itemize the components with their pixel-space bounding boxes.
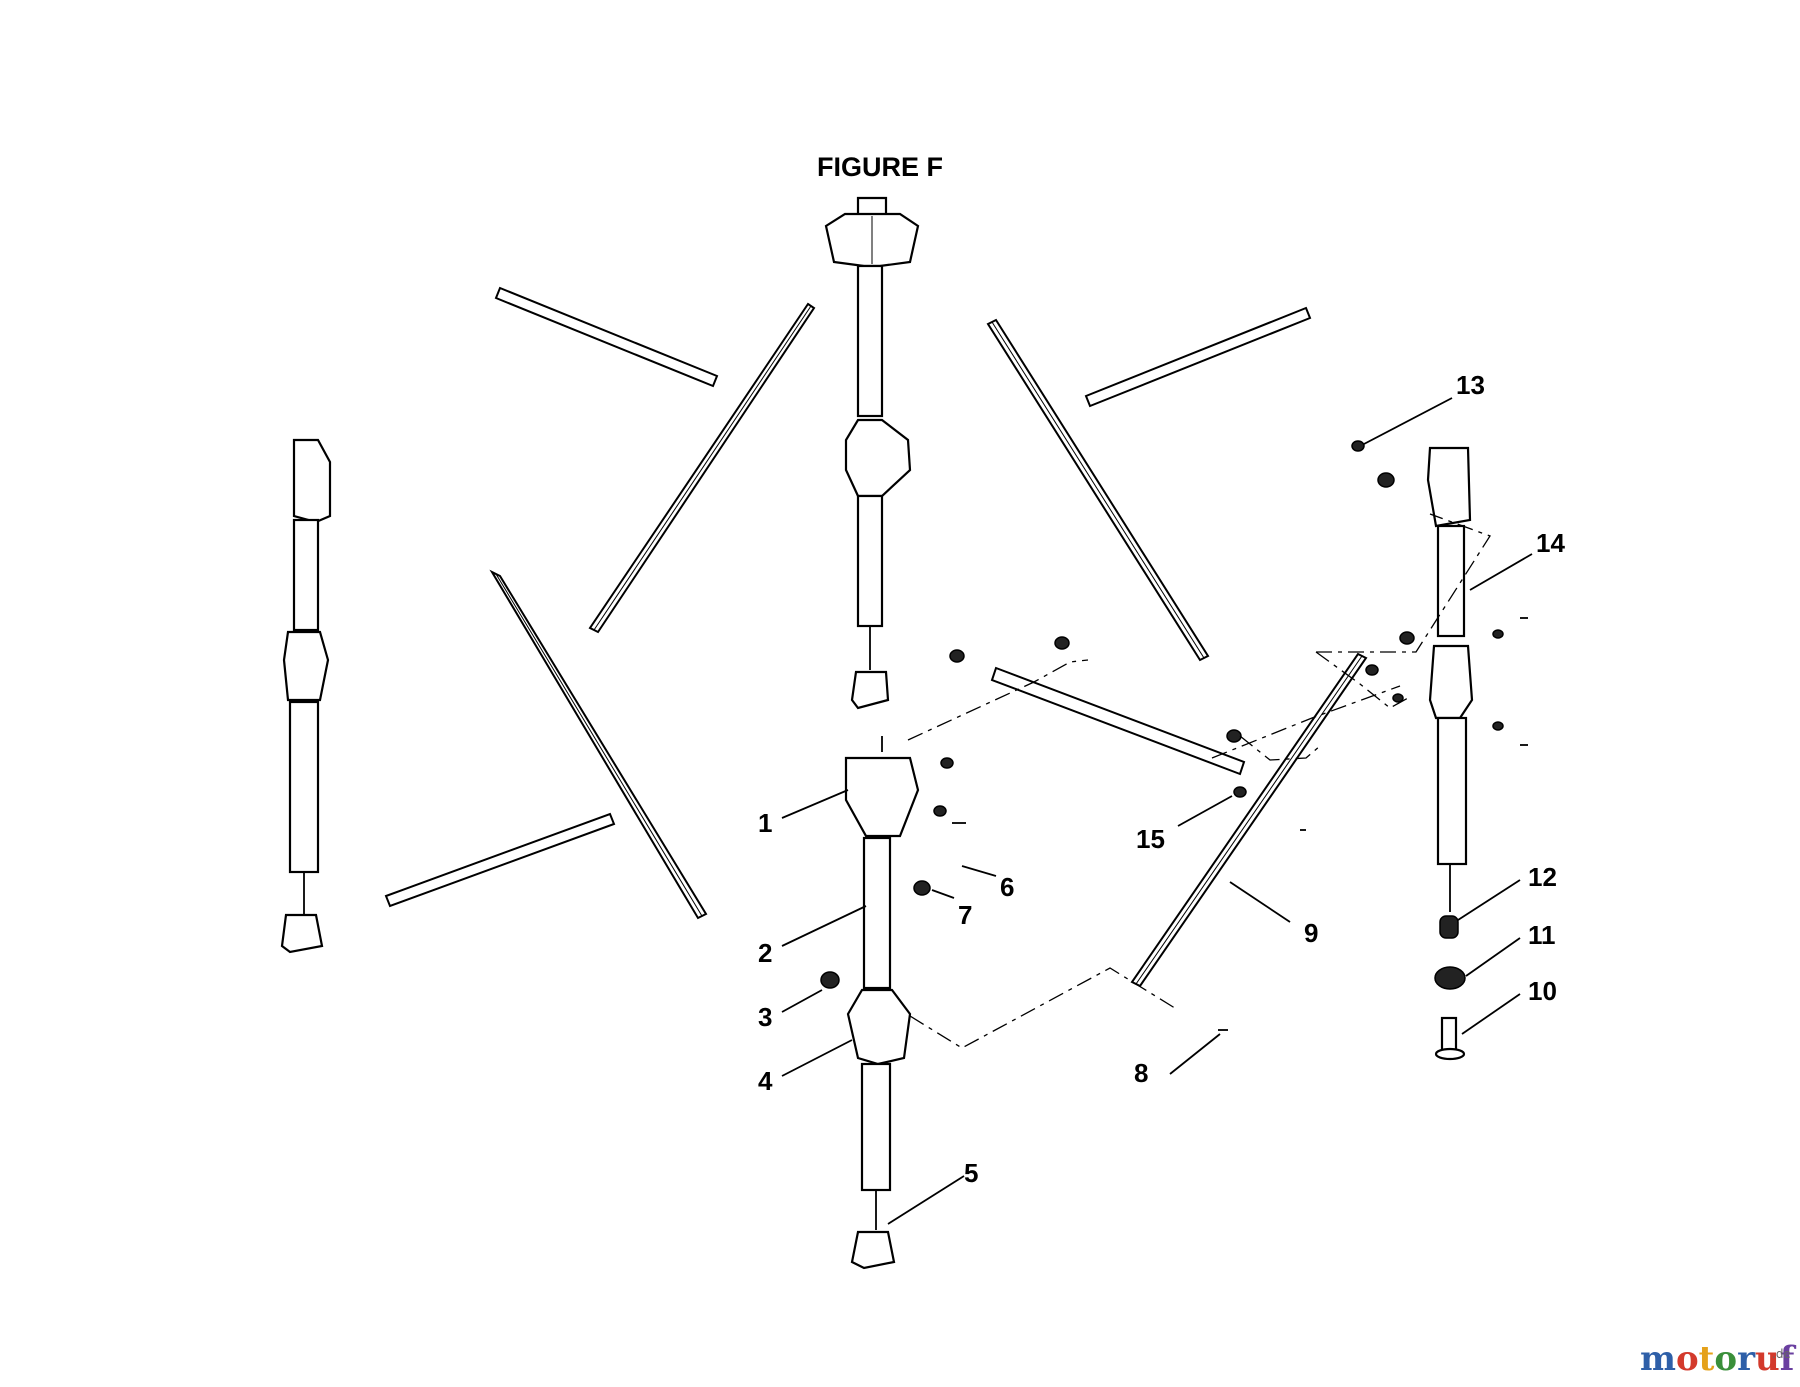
- assembly-lines: [907, 513, 1491, 1049]
- watermark-suffix: .de: [1772, 1347, 1791, 1361]
- callout-1: 1: [758, 808, 772, 838]
- watermark-letter: f: [1780, 1339, 1797, 1379]
- watermark-logo: motoruf .de: [1640, 1339, 1797, 1379]
- callout-7: 7: [958, 900, 972, 930]
- callout-5: 5: [964, 1158, 978, 1188]
- callout-14: 14: [1536, 528, 1565, 558]
- callout-11: 11: [1528, 920, 1556, 950]
- watermark-letter: m: [1640, 1339, 1676, 1379]
- callout-4: 4: [758, 1066, 773, 1096]
- callout-labels: 1 2 3 4 5 6 7 8 9 10 11 12 13 14 15: [758, 370, 1565, 1188]
- svg-text:motoruf: motoruf: [1640, 1339, 1797, 1379]
- callout-9: 9: [1304, 918, 1318, 948]
- watermark-letter: u: [1755, 1339, 1780, 1379]
- watermark-letter: r: [1737, 1339, 1756, 1379]
- hardware: [913, 440, 1528, 1031]
- callout-10: 10: [1528, 976, 1557, 1006]
- callout-2: 2: [758, 938, 772, 968]
- callout-leaders: [781, 397, 1533, 1225]
- front-leg: [820, 736, 920, 1270]
- left-leg: [280, 438, 332, 954]
- figure-title: FIGURE F: [817, 152, 943, 182]
- watermark-letter: t: [1699, 1339, 1715, 1379]
- callout-6: 6: [1000, 872, 1014, 902]
- rails: [384, 286, 1368, 988]
- watermark-letter: o: [1714, 1339, 1737, 1379]
- right-leg: [1426, 446, 1474, 1061]
- callout-3: 3: [758, 1002, 772, 1032]
- back-center-leg: [824, 196, 920, 710]
- callout-12: 12: [1528, 862, 1557, 892]
- watermark-letter: o: [1676, 1339, 1699, 1379]
- callout-13: 13: [1456, 370, 1485, 400]
- callout-15: 15: [1136, 824, 1165, 854]
- callout-8: 8: [1134, 1058, 1148, 1088]
